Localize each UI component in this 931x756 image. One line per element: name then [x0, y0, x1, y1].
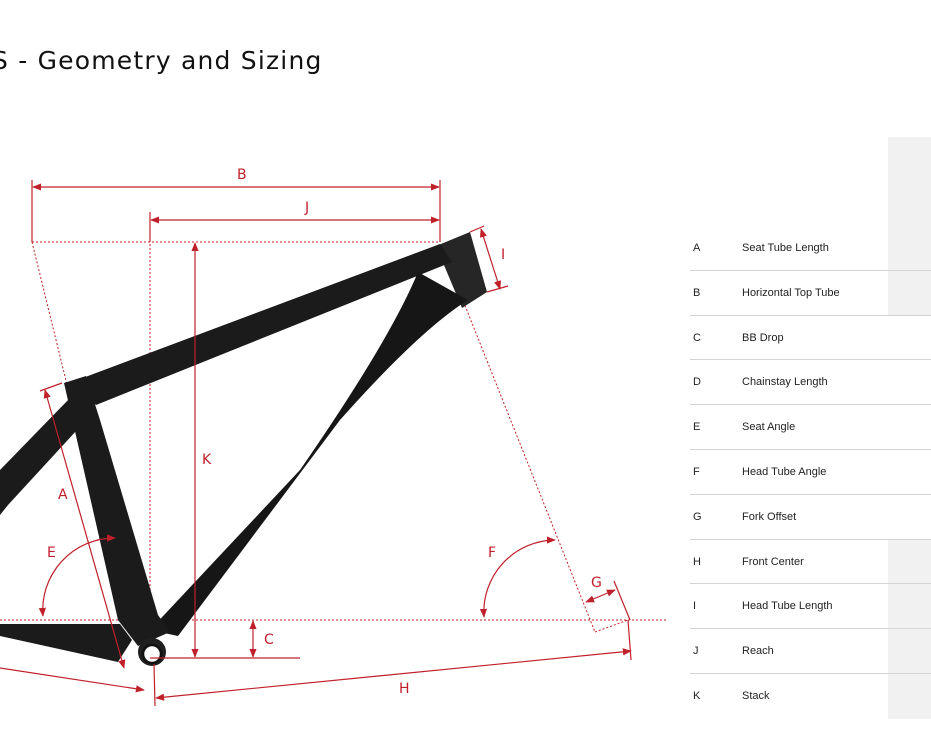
table-row: A Seat Tube Length	[690, 226, 931, 271]
down-tube	[150, 272, 468, 636]
row-code: C	[693, 331, 701, 344]
label-e: E	[47, 545, 56, 561]
row-measurement-name: Horizontal Top Tube	[742, 286, 840, 299]
table-row: K Stack	[690, 673, 931, 719]
steering-axis-guide	[461, 297, 596, 633]
row-measurement-name: Fork Offset	[742, 510, 797, 523]
row-code: K	[693, 689, 701, 702]
row-code: J	[693, 645, 699, 658]
label-a: A	[58, 487, 68, 503]
dimension-lines	[0, 180, 632, 707]
row-measurement-name: Chainstay Length	[742, 376, 828, 389]
dim-h-front-tick	[627, 619, 632, 661]
label-i: I	[501, 247, 505, 263]
dim-i-arrow	[480, 228, 501, 290]
row-code: B	[693, 286, 701, 299]
table-row: C BB Drop	[690, 316, 931, 361]
head-tube	[436, 232, 487, 308]
row-code: D	[693, 376, 701, 389]
row-code: I	[693, 600, 697, 613]
size-cell	[888, 450, 931, 494]
dim-g-arrow	[585, 589, 616, 603]
row-measurement-name: Stack	[742, 689, 770, 702]
row-measurement-name: Head Tube Length	[742, 600, 833, 613]
size-cell	[888, 629, 931, 673]
row-code: G	[693, 510, 702, 523]
dim-d-arrow	[0, 667, 145, 693]
dim-g-tick	[613, 580, 631, 621]
table-header-block	[888, 137, 931, 226]
dim-i-tick-bottom	[486, 285, 509, 293]
row-code: E	[693, 421, 701, 434]
label-k: K	[202, 452, 212, 468]
size-cell	[888, 584, 931, 629]
row-measurement-name: Seat Tube Length	[742, 242, 829, 254]
row-measurement-name: Head Tube Angle	[742, 465, 827, 478]
row-measurement-name: Front Center	[742, 555, 804, 568]
dim-a-tick	[39, 382, 63, 392]
dim-h-arrow	[155, 648, 632, 701]
size-cell	[888, 316, 931, 360]
table-row: F Head Tube Angle	[690, 450, 931, 495]
chain-stay	[0, 624, 132, 662]
label-h: H	[399, 681, 410, 697]
page-title: S - Geometry and Sizing	[0, 46, 323, 75]
size-cell	[888, 673, 931, 719]
table-row: I Head Tube Length	[690, 584, 931, 630]
row-code: A	[693, 242, 701, 254]
row-measurement-name: Seat Angle	[742, 421, 796, 434]
size-cell	[888, 226, 931, 270]
seat-stay	[0, 398, 88, 515]
row-measurement-name: Reach	[742, 645, 774, 658]
dim-i-tick-top	[469, 225, 485, 233]
dim-h-tick	[153, 663, 156, 707]
size-cell	[888, 360, 931, 404]
label-c: C	[264, 632, 274, 648]
bottom-bracket-shell	[141, 643, 163, 665]
table-row: E Seat Angle	[690, 405, 931, 450]
row-code: H	[693, 555, 701, 568]
size-cell	[888, 405, 931, 449]
size-cell	[888, 270, 931, 315]
size-cell	[888, 539, 931, 584]
geometry-table: A Seat Tube Length B Horizontal Top Tube C…	[690, 226, 931, 719]
size-cell	[888, 495, 931, 539]
row-code: F	[693, 465, 700, 478]
label-j: J	[304, 200, 309, 216]
label-f: F	[488, 545, 496, 561]
table-row: G Fork Offset	[690, 495, 931, 540]
table-row: B Horizontal Top Tube	[690, 270, 931, 316]
dim-e-arc	[38, 534, 116, 617]
dim-f-arc	[479, 536, 556, 618]
top-tube	[72, 244, 452, 405]
fork-offset-guide	[594, 619, 629, 633]
label-g: G	[591, 575, 602, 591]
bike-frame	[0, 232, 487, 666]
dimension-labels: B J I K A E F G C H	[47, 167, 602, 697]
table-row: J Reach	[690, 629, 931, 674]
label-b: B	[237, 167, 247, 183]
table-row: H Front Center	[690, 539, 931, 585]
dim-a-arrow	[43, 389, 126, 669]
row-measurement-name: BB Drop	[742, 331, 784, 344]
table-row: D Chainstay Length	[690, 360, 931, 406]
